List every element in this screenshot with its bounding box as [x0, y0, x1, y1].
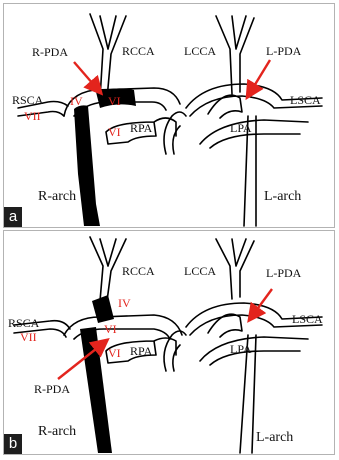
- label-lpa: LPA: [230, 342, 252, 356]
- label-rsca: RSCA: [8, 316, 40, 330]
- right-arch-descending: [74, 105, 100, 226]
- panel-b-diagram: RCCA LCCA L-PDA IV RSCA VII VI VI RPA LP…: [4, 231, 335, 455]
- central-trunk: [164, 331, 186, 371]
- panel-letter-b: b: [4, 434, 22, 454]
- lpa-vessel: [200, 120, 308, 148]
- lcca-vessel: [216, 16, 254, 94]
- label-vii: VII: [20, 330, 37, 344]
- label-lcca: LCCA: [184, 44, 216, 58]
- label-lpa: LPA: [230, 121, 252, 135]
- label-vi-upper: VI: [108, 94, 121, 108]
- label-rcca: RCCA: [122, 44, 155, 58]
- label-vi-lower: VI: [108, 125, 121, 139]
- rcca-vessel: [90, 237, 126, 301]
- label-lsca: LSCA: [290, 93, 321, 107]
- segment-iv: [92, 295, 114, 323]
- label-rpa: RPA: [130, 121, 153, 135]
- l-pda-arrow: [248, 60, 270, 96]
- lcca-vessel: [216, 239, 254, 299]
- label-iv: IV: [118, 296, 131, 310]
- label-r-pda: R-PDA: [32, 45, 68, 59]
- l-pda-vessel: [208, 314, 242, 337]
- label-lcca: LCCA: [184, 264, 216, 278]
- label-l-arch: L-arch: [256, 430, 293, 445]
- label-iv: IV: [70, 94, 83, 108]
- label-r-arch: R-arch: [38, 424, 76, 439]
- panel-a-diagram: R-PDA RCCA LCCA L-PDA RSCA VII IV VI VI …: [4, 4, 335, 228]
- label-vi-upper: VI: [104, 322, 117, 336]
- label-rpa: RPA: [130, 344, 153, 358]
- label-l-pda: L-PDA: [266, 44, 302, 58]
- panel-a: R-PDA RCCA LCCA L-PDA RSCA VII IV VI VI …: [3, 3, 335, 228]
- l-pda-vessel: [208, 95, 242, 118]
- r-pda-arrow: [74, 62, 100, 92]
- lpa-vessel: [200, 337, 308, 365]
- panel-b: RCCA LCCA L-PDA IV RSCA VII VI VI RPA LP…: [3, 230, 335, 455]
- label-rcca: RCCA: [122, 264, 155, 278]
- label-lsca: LSCA: [292, 312, 323, 326]
- label-r-pda: R-PDA: [34, 382, 70, 396]
- label-l-arch: L-arch: [264, 189, 301, 204]
- label-vi-lower: VI: [108, 346, 121, 360]
- label-rsca: RSCA: [12, 93, 44, 107]
- label-r-arch: R-arch: [38, 189, 76, 204]
- label-l-pda: L-PDA: [266, 266, 302, 280]
- panel-letter-a: a: [4, 207, 22, 227]
- label-vii: VII: [24, 109, 41, 123]
